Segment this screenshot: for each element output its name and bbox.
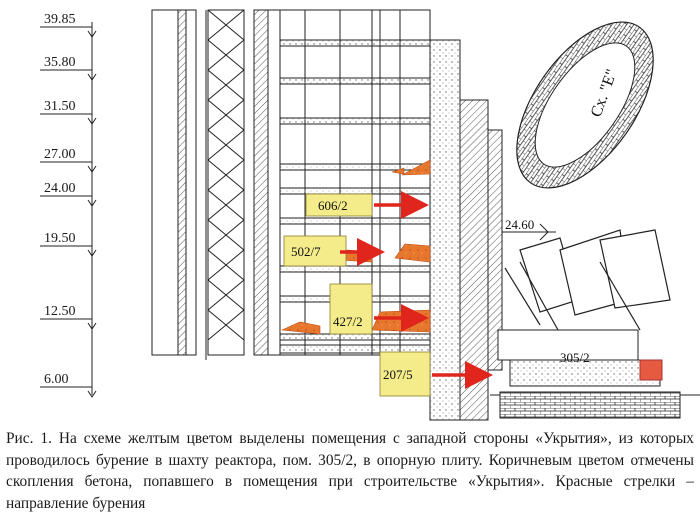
elevation-mark-24-00: 24.00 [40, 181, 97, 207]
left-outer-wall [151, 9, 207, 360]
drilling-arrows [340, 191, 493, 389]
elevation-mark-19-50: 19.50 [40, 231, 97, 257]
elevation-label: 12.50 [44, 304, 76, 319]
highlighted-rooms [283, 193, 431, 397]
elevation-mark-27-00: 27.00 [40, 147, 97, 173]
figure-caption: Рис. 1. На схеме желтым цветом выделены … [6, 430, 694, 512]
upper-biological-shield [516, 21, 654, 189]
elevation-label: 6.00 [44, 372, 69, 387]
room-label-502-7: 502/7 [291, 244, 321, 259]
elevation-label: 35.80 [44, 55, 76, 70]
room-502-7 [283, 235, 347, 267]
reactor-shaft-area [487, 129, 700, 419]
room-427-2 [329, 283, 373, 335]
elevation-mark-6-00: 6.00 [40, 372, 97, 398]
steel-lattice-column [207, 9, 245, 356]
elevation-label: 27.00 [44, 147, 76, 162]
room-606-2 [305, 193, 373, 217]
elevation-label: 19.50 [44, 231, 76, 246]
elevation-label: 39.85 [44, 12, 76, 27]
elevation-marker-24-60: 24.60 [505, 217, 534, 232]
shelter-cross-section-diagram: 39.85 35.80 31.50 27.00 24.00 19.50 12.5… [40, 9, 700, 421]
elevation-mark-39-85: 39.85 [40, 12, 97, 38]
room-label-427-2: 427/2 [333, 314, 363, 329]
room-label-207-5: 207/5 [383, 367, 413, 382]
elevation-mark-31-50: 31.50 [40, 99, 97, 125]
collapsed-debris [504, 229, 671, 331]
elevation-mark-12-50: 12.50 [40, 304, 97, 330]
room-207-5 [379, 351, 431, 397]
room-label-305-2: 305/2 [560, 350, 590, 365]
building-structure [253, 9, 489, 421]
elevation-mark-35-80: 35.80 [40, 55, 97, 81]
elevation-label: 31.50 [44, 99, 76, 114]
room-label-606-2: 606/2 [318, 198, 348, 213]
elevation-label: 24.00 [44, 181, 76, 196]
